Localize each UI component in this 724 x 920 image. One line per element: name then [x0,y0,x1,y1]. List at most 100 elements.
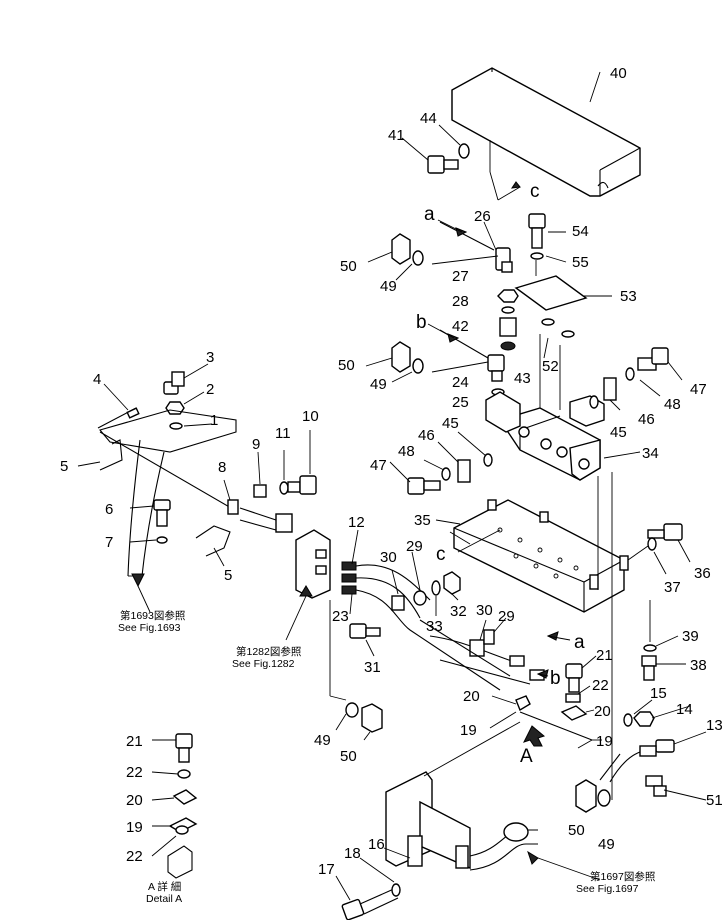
washer-7-part [156,536,168,544]
callout-12: 12 [348,514,365,531]
nut-32-part [443,571,461,595]
callout-52: 52 [542,358,559,375]
collar-49c-part [345,702,359,718]
callout-23: 23 [332,608,349,625]
callout-36: 36 [694,565,711,582]
detail-A-bracket [167,845,193,879]
callout-22b: 22 [592,677,609,694]
callout-39: 39 [682,628,699,645]
fitting-51-part [645,775,667,797]
callout-20a: 20 [463,688,480,705]
letter-c-mid: c [436,544,446,565]
callout-50b: 50 [338,357,355,374]
fitting-pair-part [509,655,545,681]
callout-15: 15 [650,685,667,702]
elbow-26-part [495,247,513,273]
washer-48b-part [625,367,635,381]
callout-14: 14 [676,701,693,718]
ref-fig1697-jp: 第1697図参照 [590,870,656,883]
callout-38: 38 [690,657,707,674]
callout-48a: 48 [398,443,415,460]
callout-19c: 19 [126,819,143,836]
letter-A-view: A [520,746,533,767]
bolt-54-part [528,213,546,249]
callout-21a: 21 [126,733,143,750]
callout-33: 33 [426,618,443,635]
valve-34-part [485,391,605,481]
bracket-35-part [453,499,629,613]
callout-30a: 30 [380,549,397,566]
callout-8: 8 [218,459,226,476]
callout-43: 43 [514,370,531,387]
callout-35: 35 [414,512,431,529]
callout-18: 18 [344,845,361,862]
clip-22b-part [565,693,581,703]
hose-9-part [239,484,293,533]
letter-b-mid: b [416,312,427,333]
plate-53-part [514,275,588,311]
callout-50a: 50 [340,258,357,275]
connector-42-part [499,317,517,337]
washer-39-part [643,644,657,652]
clip-20b-part [560,705,588,721]
callout-34: 34 [642,445,659,462]
callout-28: 28 [452,293,469,310]
callout-25: 25 [452,394,469,411]
bracket-16-part [385,771,471,870]
bolt-47a-part [407,477,441,495]
clip-20a-part [515,695,531,712]
collar-49d-part [597,789,611,807]
callout-42: 42 [452,318,469,335]
callout-41: 41 [388,127,405,144]
ref-fig1282-en: See Fig.1282 [232,658,295,670]
o-ring-45a-part [483,453,493,467]
callout-50d: 50 [568,822,585,839]
collar-29b-part [483,629,495,645]
callout-22c: 22 [126,848,143,865]
detail-A-bolt-21 [175,733,193,763]
nut-50d-part [575,779,597,813]
callout-30b: 30 [476,602,493,619]
hose-end-part [503,822,529,842]
detail-A-clip-20 [172,789,198,805]
clip-8-part [227,499,239,515]
letter-a-top: a [424,204,435,225]
washer-33-part [431,580,441,596]
washer-11-part [279,481,289,495]
callout-10: 10 [302,408,319,425]
detail-caption-jp: A 詳 細 [148,880,181,893]
nut-50c-part [361,703,383,733]
callout-37: 37 [664,579,681,596]
callout-16: 16 [368,836,385,853]
callout-49b: 49 [370,376,387,393]
callout-54: 54 [572,223,589,240]
bolt-41-part [427,155,459,174]
collar-29a-part [413,590,427,606]
elbow-13-part [639,739,675,757]
letter-b-right: b [550,668,561,689]
cover-part [451,67,641,197]
o-ring-43-part [500,341,516,351]
callout-47a: 47 [370,457,387,474]
callout-19b: 19 [596,733,613,750]
callout-5b: 5 [224,567,232,584]
collar-49a-part [412,250,424,266]
letter-c-top: c [530,181,540,202]
o-ring-52a-part [541,318,555,326]
bolt-4-part [97,407,140,429]
detail-A-washer-22 [177,769,191,779]
callout-21b: 21 [596,647,613,664]
o-ring-28-part [501,306,515,314]
o-ring-45b-part [589,395,599,409]
washer-37-part [647,537,657,551]
callout-6: 6 [105,501,113,518]
elbow-24-part [487,354,505,382]
washer-55-part [530,252,544,260]
callout-50c: 50 [340,748,357,765]
letter-a-right: a [574,632,585,653]
callout-53: 53 [620,288,637,305]
bolt-47b-part [637,347,669,371]
callout-13: 13 [706,717,723,734]
callout-20b: 20 [594,703,611,720]
clamp-30a-part [391,595,405,611]
